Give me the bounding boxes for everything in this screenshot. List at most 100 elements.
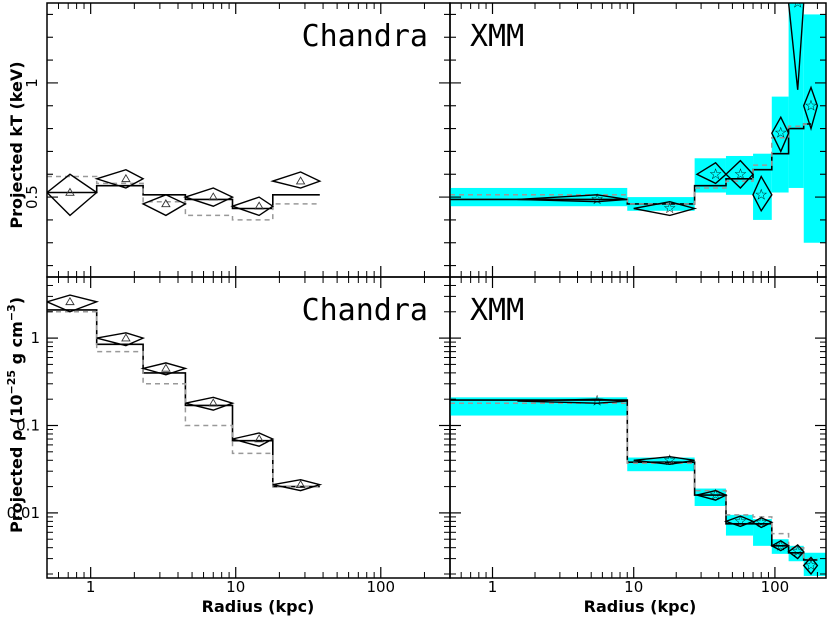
diamond-error xyxy=(517,194,628,203)
band-bin xyxy=(725,155,754,195)
ylabel-bottom-unit: g cm xyxy=(7,321,26,370)
diamond-error xyxy=(272,478,323,492)
panel-frame xyxy=(449,276,827,579)
ylabel-bottom-main: Projected ρ (10 xyxy=(7,394,26,533)
star-marker: ☆ xyxy=(709,486,722,504)
diamond-error xyxy=(771,115,790,154)
ylabel-bottom: Projected ρ (10−25 g cm−3) xyxy=(5,297,26,533)
star-marker: ☆ xyxy=(791,542,804,560)
diamond-error xyxy=(633,200,698,217)
diamond-error xyxy=(802,556,819,576)
triangle-marker xyxy=(295,176,306,185)
ylabel-bottom-exp: −25 xyxy=(5,370,18,395)
x-tick-label: 10 xyxy=(624,578,643,596)
panel-title: Chandra xyxy=(302,293,428,328)
diamond-error xyxy=(633,455,695,466)
star-marker: ☆ xyxy=(755,513,768,531)
band-bin xyxy=(771,96,789,193)
x-tick-label: 100 xyxy=(761,578,790,596)
star-marker: ☆ xyxy=(755,185,768,203)
diamond-error xyxy=(723,515,755,528)
triangle-marker xyxy=(161,363,171,372)
band-bin xyxy=(803,14,826,243)
star-marker: ☆ xyxy=(590,190,603,208)
star-marker: ☆ xyxy=(734,165,747,183)
band-bin xyxy=(694,488,726,506)
triangle-marker xyxy=(65,187,75,196)
diamond-error xyxy=(787,3,805,90)
diamond-error xyxy=(770,539,790,552)
ticks-top-right xyxy=(449,3,826,277)
y-tick-label: 0.5 xyxy=(23,185,41,209)
diamond-error xyxy=(696,489,728,501)
triangle-marker xyxy=(254,434,264,443)
plot-area-bottom-right: ☆☆☆☆☆☆☆☆ xyxy=(450,392,826,576)
diamond-error xyxy=(47,173,98,217)
diamond-error xyxy=(232,432,275,447)
panel-title: XMM xyxy=(470,293,524,328)
y-tick-label: 0.01 xyxy=(7,504,40,522)
triangle-marker xyxy=(254,201,264,210)
xlabel-left: Radius (kpc) xyxy=(202,597,315,616)
panel-title: XMM xyxy=(470,19,524,54)
triangle-marker xyxy=(121,333,131,342)
diamond-error xyxy=(185,396,235,411)
y-tick-label: 0.1 xyxy=(16,417,40,435)
dashed-step-line xyxy=(47,311,320,488)
diamond-error xyxy=(230,196,275,217)
diamond-error xyxy=(802,85,819,132)
ticks-bottom-left xyxy=(46,276,451,578)
star-marker: ☆ xyxy=(663,199,676,217)
dashed-step-line xyxy=(47,175,320,221)
diamond-error xyxy=(270,171,322,189)
diamond-error xyxy=(140,362,188,376)
x-tick-label: 100 xyxy=(366,578,395,596)
x-tick-label: 10 xyxy=(226,578,245,596)
panel-top-right: ☆ ☆ ☆ ☆ ☆ ☆ ☆ ☆ XMM xyxy=(449,0,827,278)
ylabel-top: Projected kT (keV) xyxy=(7,61,26,228)
star-marker: ☆ xyxy=(663,451,676,469)
star-marker: ☆ xyxy=(791,0,804,12)
triangle-marker xyxy=(295,479,306,488)
triangle-marker xyxy=(65,296,75,306)
panel-top-left: 0.5 1 Chandra xyxy=(23,2,451,278)
plot-area-top-left xyxy=(47,168,322,221)
ylabel-bottom-unit-exp: −3 xyxy=(5,304,18,321)
plot-area-top-right: ☆ ☆ ☆ ☆ ☆ ☆ ☆ ☆ xyxy=(450,0,826,243)
panel-bottom-left: 0.01 0.1 1 1 10 100 Chandra xyxy=(7,276,451,596)
y-tick-label: 1 xyxy=(30,329,40,347)
diamond-error xyxy=(141,194,187,217)
star-marker: ☆ xyxy=(774,536,787,554)
diamond-error xyxy=(94,168,145,189)
diamond-error xyxy=(724,159,754,189)
plot-area-bottom-left xyxy=(47,294,323,492)
diamond-error xyxy=(751,517,774,529)
y-tick-label: 1 xyxy=(23,78,41,88)
triangle-marker xyxy=(161,199,171,208)
ticks-bottom-right xyxy=(449,276,826,578)
diamond-error xyxy=(752,174,773,213)
band-bin xyxy=(450,397,628,416)
triangle-marker xyxy=(208,398,219,407)
panel-title: Chandra xyxy=(302,19,428,54)
x-tick-label: 1 xyxy=(488,578,498,596)
diamond-error xyxy=(183,187,235,207)
xlabel-right: Radius (kpc) xyxy=(584,597,697,616)
triangle-marker xyxy=(208,192,219,201)
star-marker: ☆ xyxy=(804,96,817,114)
x-tick-label: 1 xyxy=(86,578,96,596)
diamond-error xyxy=(517,398,628,404)
triangle-marker xyxy=(121,173,131,183)
star-marker: ☆ xyxy=(709,165,722,183)
star-marker: ☆ xyxy=(590,392,603,410)
star-marker: ☆ xyxy=(734,512,747,530)
diamond-error xyxy=(47,294,100,313)
solid-step-line xyxy=(47,309,320,488)
star-marker: ☆ xyxy=(774,124,787,142)
band-bin xyxy=(725,514,754,536)
diamond-error xyxy=(787,543,805,560)
diamond-error xyxy=(96,332,146,347)
panel-bottom-right: ☆☆☆☆☆☆☆☆ 1 10 100 XMM xyxy=(449,276,827,596)
